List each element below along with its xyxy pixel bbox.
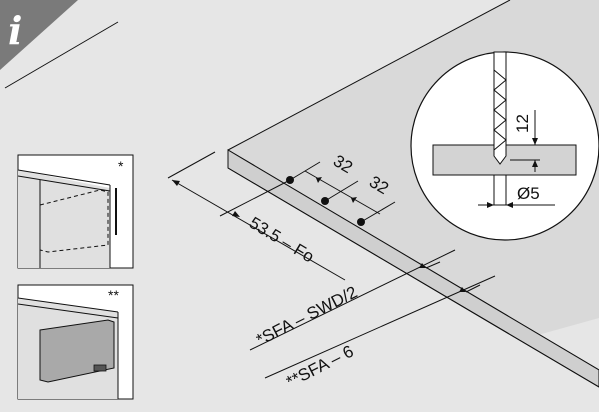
drawer-handle-icon [93,364,107,372]
board-back-edge [227,0,511,151]
drill-bit-icon [493,51,507,165]
drawer-dashed-front-icon [39,189,109,253]
arrow-head [459,287,466,292]
arrow-head [351,197,357,203]
drill-flute [493,69,507,151]
info-badge: i [0,0,78,70]
back-edge-line [4,21,119,89]
arrow-head [232,211,240,217]
drill-diameter-label: Ø5 [517,184,540,203]
arrow-head [316,177,322,183]
arrow-head [172,180,180,186]
drill-depth-label: 12 [513,114,532,133]
inset-double-drawer: ** [17,284,134,400]
info-badge-background [0,0,78,70]
board-bottom-edge [227,167,599,388]
board-front-edge [227,149,599,388]
arrow-head [419,263,426,268]
inset-single-drawer: * [17,154,134,269]
info-icon: i [8,8,22,53]
drill-detail: 12 Ø5 [410,51,599,241]
inset-marker-single: * [118,158,124,174]
front-offset-dimension-lines [167,151,346,281]
inset-marker-double: ** [108,287,119,303]
